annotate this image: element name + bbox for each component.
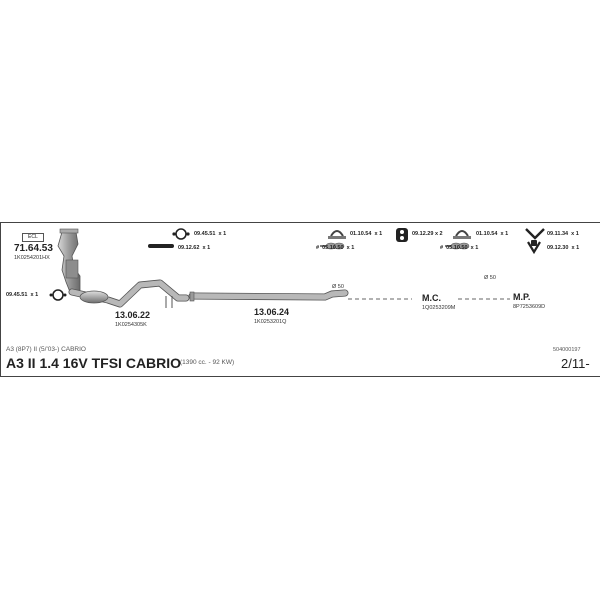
cat-badge: ECL <box>22 233 44 242</box>
model-subtitle: A3 (8P7) II (5/'03-) CABRIO <box>6 346 86 353</box>
rubber-hanger-icon <box>396 228 408 242</box>
diameter-label: Ø 50 <box>332 284 344 290</box>
mc-ref: 1Q0253209M <box>422 305 456 311</box>
accessory-label: # 05.10.50 x 1 <box>316 245 355 251</box>
bracket-icon <box>525 228 545 240</box>
accessory-label: 01.10.54 x 1 <box>476 231 509 237</box>
accessory-label: 09.45.51 x 1 <box>6 292 39 298</box>
diagram-frame <box>0 222 600 377</box>
accessory-label: 09.45.51 x 1 <box>194 231 227 237</box>
accessory-label: # 05.10.50 x 1 <box>440 245 479 251</box>
catalytic-converter <box>57 228 81 293</box>
diameter-label: Ø 50 <box>484 275 496 281</box>
cat-code: 71.64.53 <box>14 243 53 254</box>
mp-ref: 8P7253609D <box>513 304 546 310</box>
clamp-icon <box>320 230 346 250</box>
hanger-icon <box>527 240 541 255</box>
clamp-icon <box>445 230 471 250</box>
accessory-label: 01.10.54 x 1 <box>350 231 383 237</box>
gasket-ring-icon <box>49 289 67 301</box>
gasket-strip-icon <box>148 244 174 248</box>
gasket-ring-icon <box>172 228 190 240</box>
mid-pipe <box>188 289 349 302</box>
accessory-label: 09.12.29 x 2 <box>412 231 443 237</box>
catalog-number: 504000197 <box>553 347 581 353</box>
front-pipe-code: 13.06.22 <box>115 310 151 320</box>
accessory-label: 09.12.30 x 1 <box>547 245 580 251</box>
page-number: 2/11- <box>561 356 590 371</box>
mid-pipe-ref: 1K0253201Q <box>254 319 287 325</box>
page-title: A3 II 1.4 16V TFSI CABRIO <box>6 355 182 371</box>
accessory-label: 09.11.34 x 1 <box>547 231 579 237</box>
mc-code: M.C. <box>422 293 441 303</box>
mid-pipe-code: 13.06.24 <box>254 307 290 317</box>
accessory-label: 09.12.62 x 1 <box>178 245 211 251</box>
front-pipe-ref: 1K0254305K <box>115 322 147 328</box>
front-pipe <box>68 279 190 308</box>
cat-ref: 1K0254201HX <box>14 255 50 261</box>
mp-code: M.P. <box>513 292 531 302</box>
engine-info: (1390 cc. - 92 KW) <box>180 359 235 366</box>
